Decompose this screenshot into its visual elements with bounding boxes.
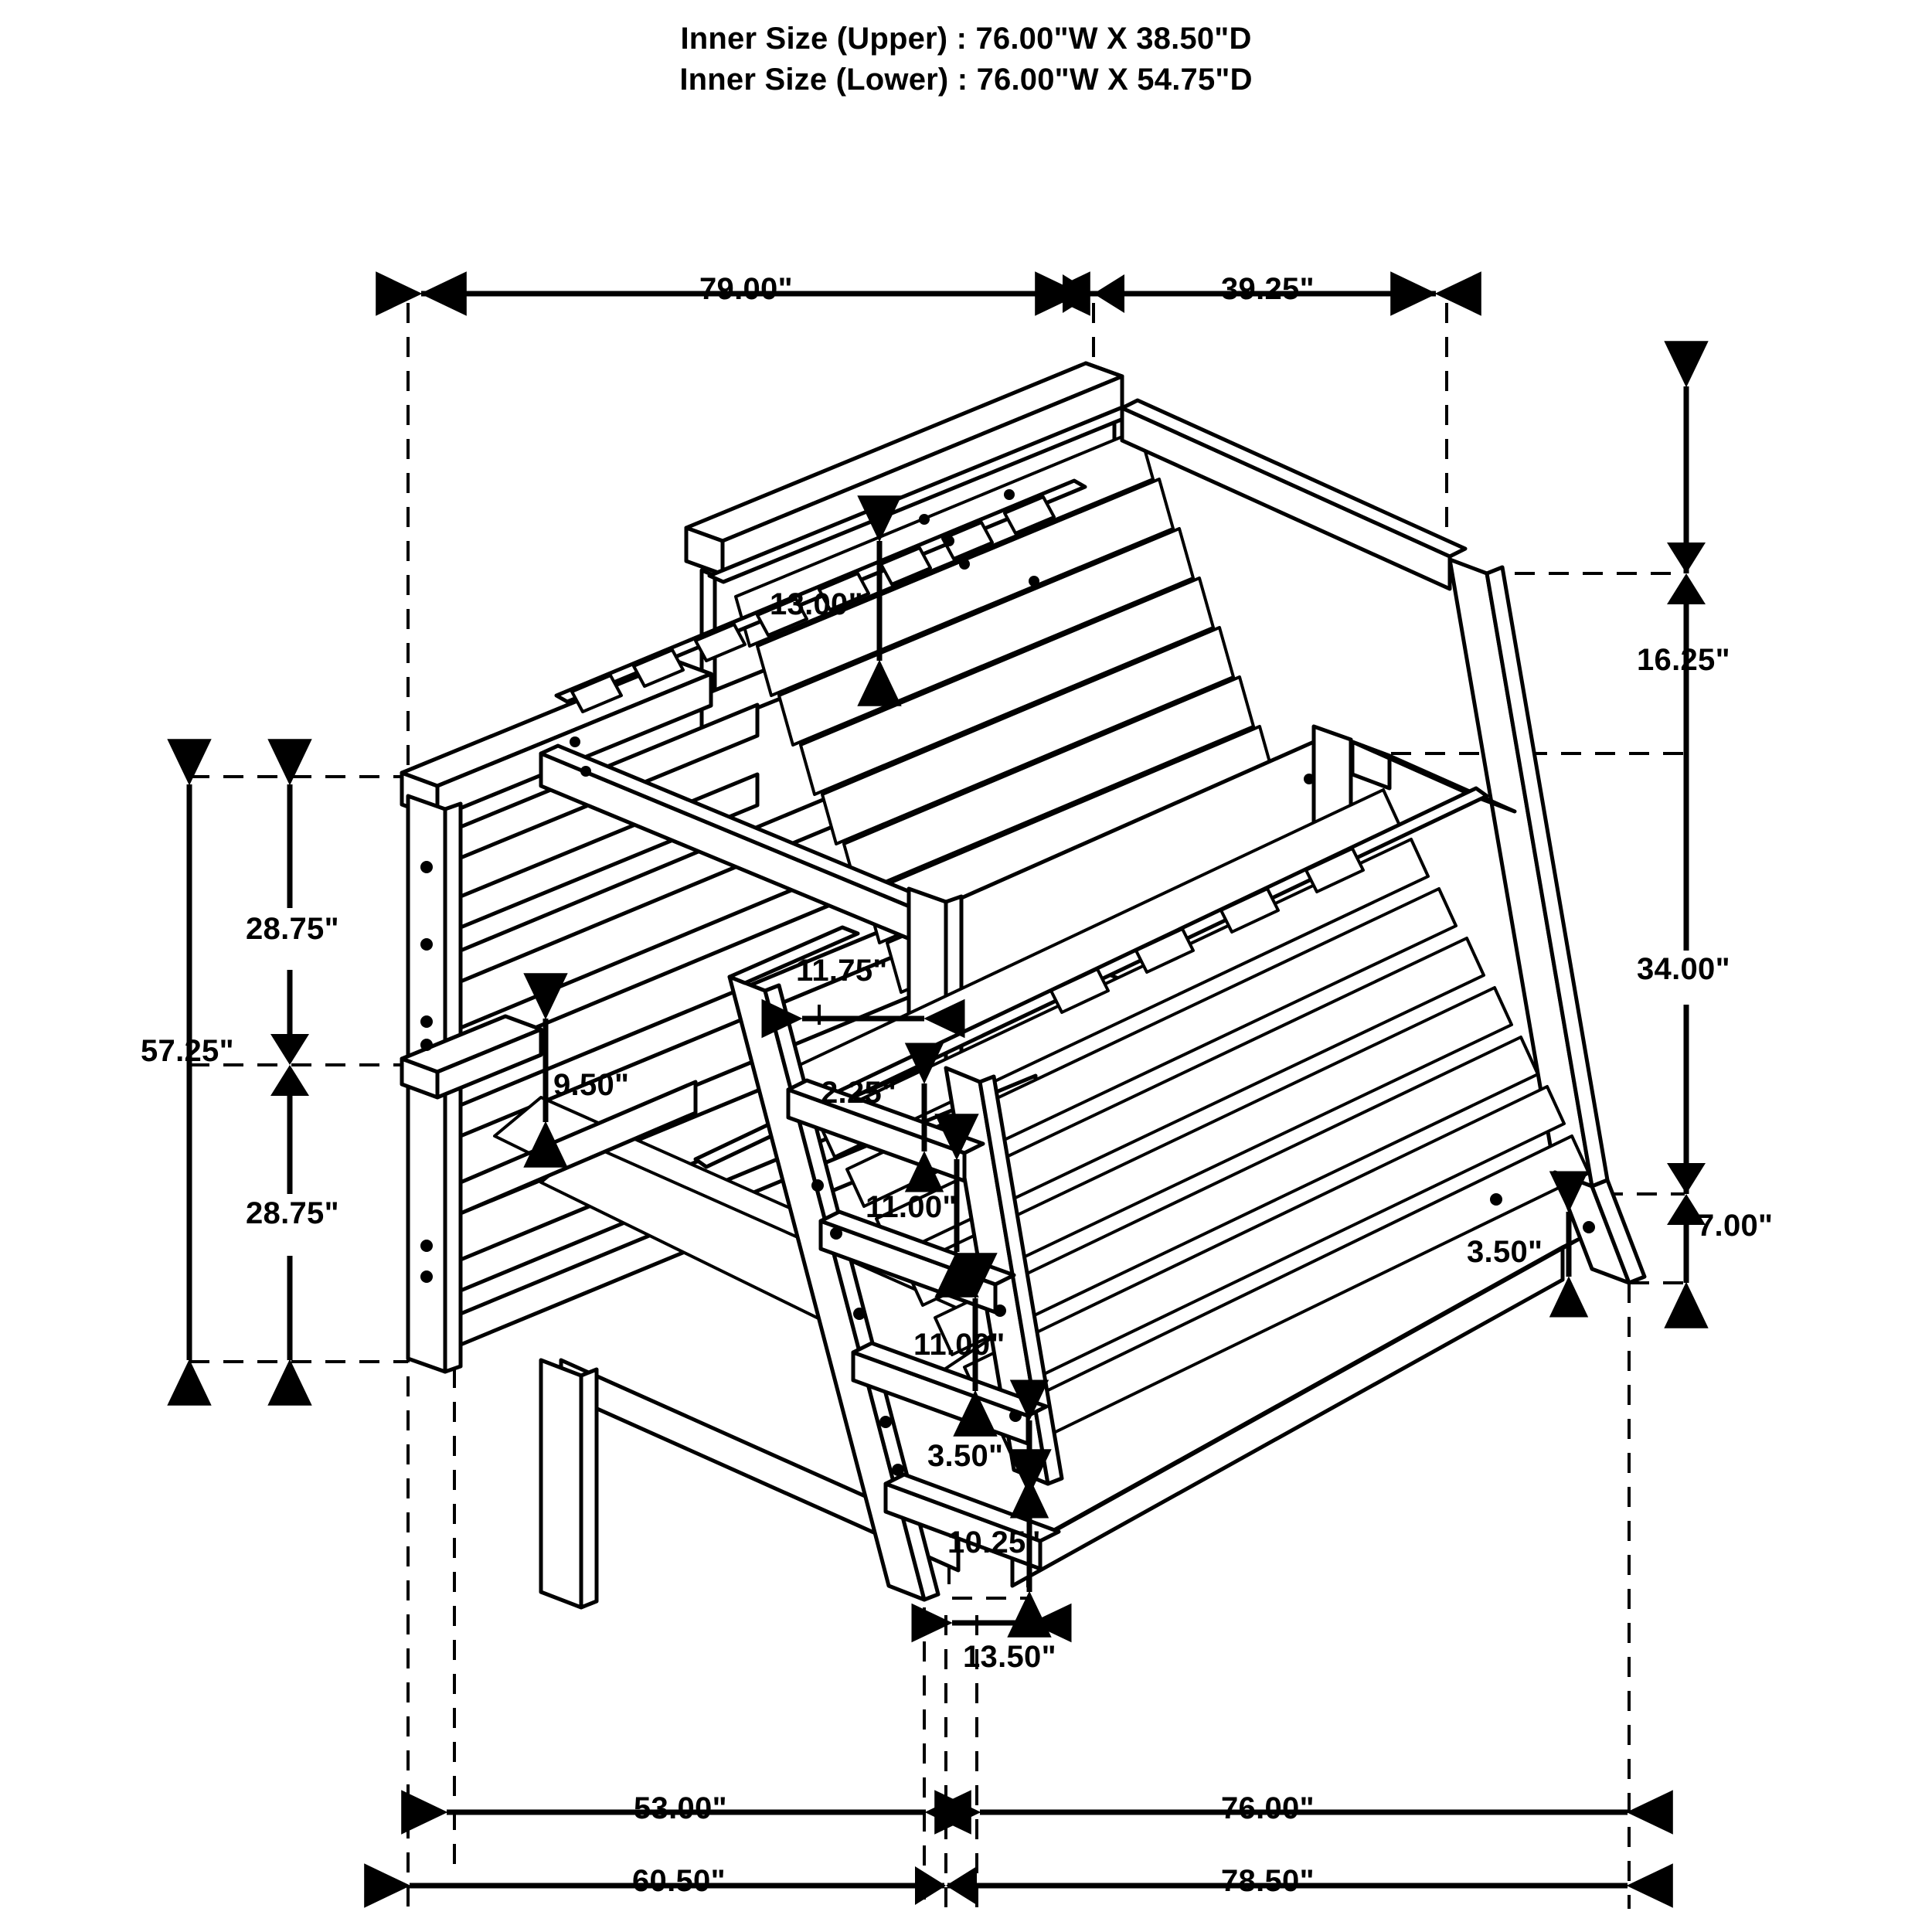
dim-label-left-lower: 28.75" (246, 1196, 339, 1230)
dim-label-top-right: 39.25" (1221, 272, 1315, 306)
dim-label-ladder-offset: 11.75" (796, 954, 888, 988)
dim-label-left-total: 57.25" (141, 1034, 234, 1068)
dim-label-rung-spacing-1: 11.00" (866, 1190, 957, 1224)
dim-label-ladder-foot-height: 10.25" (947, 1526, 1041, 1560)
dim-label-bottom-left-outer: 60.50" (632, 1864, 726, 1898)
dim-label-ladder-top-gap: 2.25" (821, 1076, 897, 1110)
dim-label-rung-thickness: 3.50" (927, 1439, 1004, 1473)
dim-label-ladder-foot-depth: 13.50" (963, 1640, 1056, 1674)
dim-label-lower-rail-gap: 9.50" (553, 1068, 630, 1102)
dim-label-lower-frame-height: 3.50" (1467, 1235, 1543, 1269)
dim-label-right-middle: 34.00" (1637, 952, 1730, 986)
inner-size-lower-text: Inner Size (Lower) : 76.00"W X 54.75"D (679, 62, 1253, 97)
dim-label-bottom-right-outer: 78.50" (1221, 1864, 1315, 1898)
inner-size-upper-text: Inner Size (Upper) : 76.00"W X 38.50"D (680, 22, 1252, 56)
dim-label-guard-rail: 13.00" (770, 587, 863, 621)
inner-size-header: Inner Size (Upper) : 76.00"W X 38.50"D I… (0, 19, 1932, 100)
dim-label-bottom-left-inner: 53.00" (634, 1791, 727, 1825)
bed-frame (400, 361, 1647, 1610)
dim-label-left-upper: 28.75" (246, 912, 339, 946)
dimension-lines (167, 271, 1709, 1908)
dim-label-top-left: 79.00" (699, 272, 793, 306)
dim-label-right-top: 16.25" (1637, 643, 1730, 677)
dim-label-rung-spacing-2: 11.00" (913, 1328, 1005, 1362)
dim-label-bottom-right-inner: 76.00" (1221, 1791, 1315, 1825)
dim-label-right-bottom: 7.00" (1697, 1209, 1774, 1243)
